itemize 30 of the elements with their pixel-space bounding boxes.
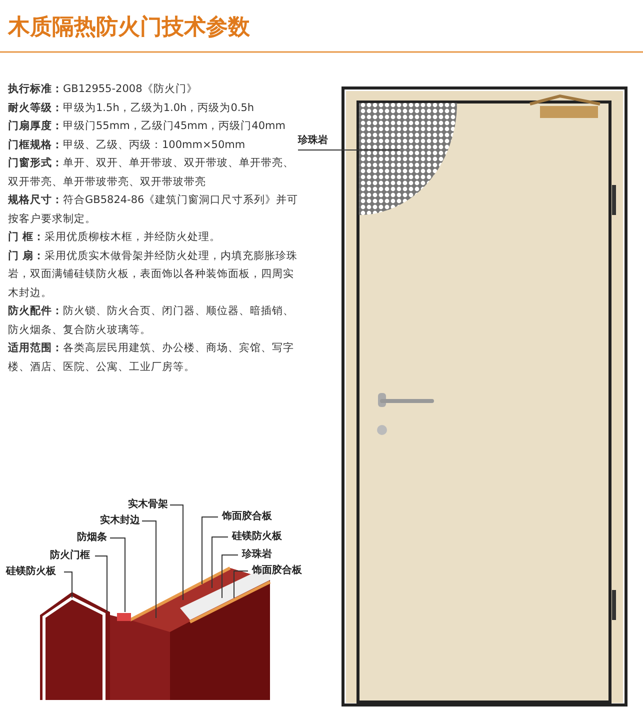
spec-text: 适用范围：各类高层民用建筑、办公楼、商场、宾馆、写字楼、酒店、医院、公寓、工业厂房等。 [8,341,295,374]
leader-line [64,572,72,598]
title: 木质隔热防火门技术参数 [8,14,250,42]
spec-text: 规格尺寸：符合GB5824-86《建筑门窗洞口尺寸系列》并可按客户要求制定。 [8,193,300,226]
leader-line [222,554,238,598]
callout-label: 珍珠岩 [242,549,272,561]
leader-line [94,556,108,612]
spec-text: 门 框：采用优质柳桉木框，并经防火处理。 [8,230,222,245]
spec-text: 耐火等级：甲级为1.5h，乙级为1.0h，丙级为0.5h [8,100,256,116]
spec-text: 门窗形式：单开、双开、单开带玻、双开带玻、单开带亮、双开带亮、单开带玻带亮、双开带玻带亮 [8,156,295,190]
leader-line [110,538,126,612]
spec-text: 门框规格：甲级、乙级、丙级：100mm×50mm [8,138,246,152]
callout-label: 硅镁防火板 [6,566,56,578]
leader-line [202,516,218,584]
callout-label: 防烟条 [77,532,107,544]
spec-text: 执行标准：GB12955-2008《防火门》 [8,82,198,97]
callout-label: 实木封边 [100,515,140,527]
leader-line [170,504,184,600]
callout-label: 硅镁防火板 [232,531,282,543]
leader-line [234,570,248,598]
spec-text: 门 扇：采用优质实木做骨架并经防火处理，内填充膨胀珍珠岩，双面满铺硅镁防火板，表面饰以各种装饰面板，四周实木封边。 [8,248,299,300]
leader-line [142,520,156,618]
callout-label: 珍珠岩 [298,135,328,147]
callout-label: 饰面胶合板 [252,565,302,577]
spec-text: 防火配件：防火锁、防火合页、闭门器、顺位器、暗插销、防火烟条、复合防火玻璃等。 [8,304,295,338]
callout-label: 防火门框 [50,550,90,562]
spec-text: 门扇厚度：甲级门55mm，乙级门45mm，丙级门40mm [8,118,286,134]
callout-label: 实木骨架 [128,499,168,511]
callout-label: 饰面胶合板 [222,511,272,523]
leader-line [212,536,228,588]
